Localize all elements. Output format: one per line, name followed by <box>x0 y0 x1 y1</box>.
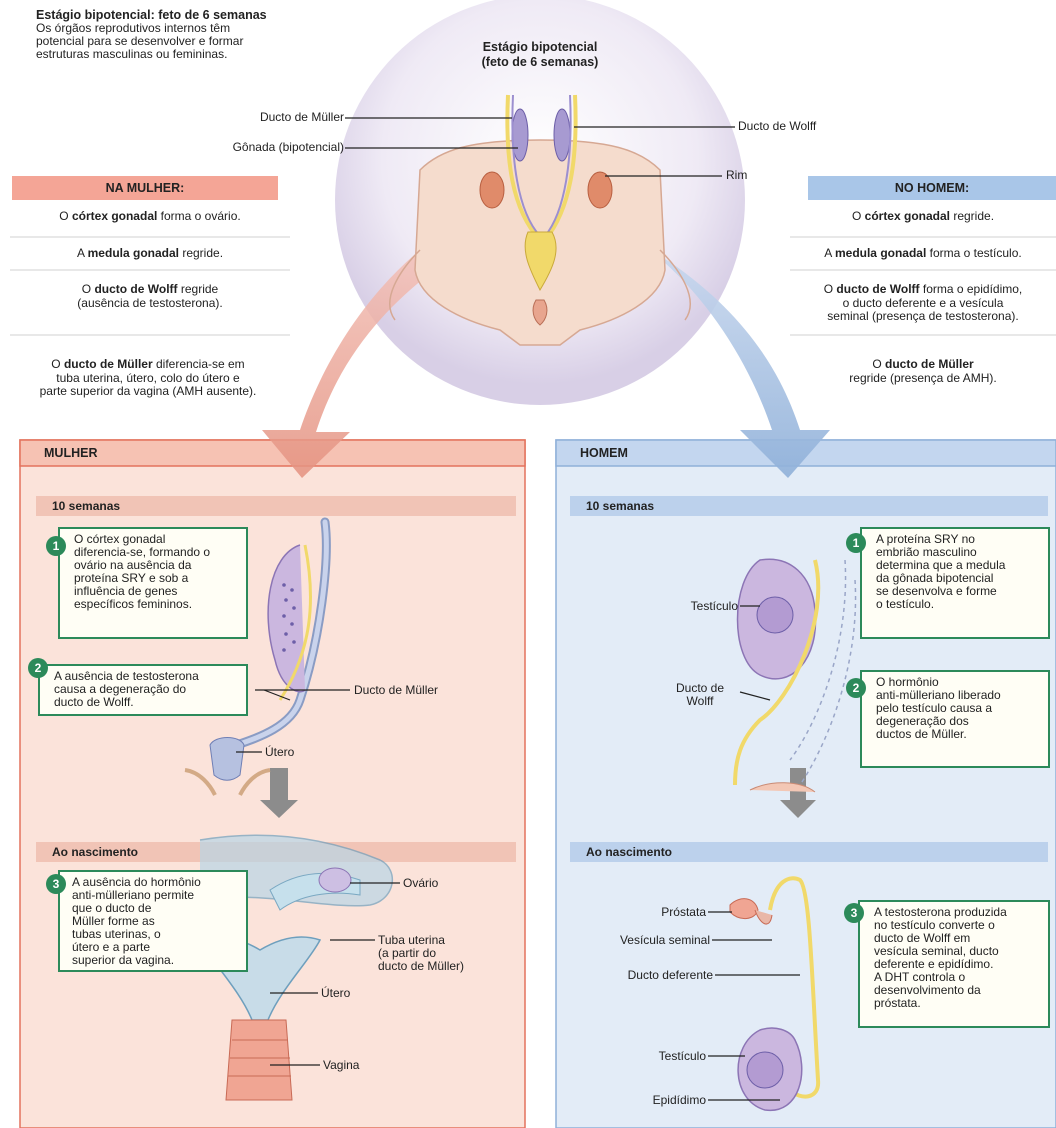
male-row-cortex: O córtex gonadal regride. <box>790 210 1056 224</box>
label-uterus-birth: Útero <box>321 987 350 1000</box>
row-text: forma o epidídimo, <box>920 282 1023 296</box>
label-line: ducto de Müller) <box>378 960 464 973</box>
row-text: forma o ovário. <box>157 209 240 223</box>
female-row-cortex: O córtex gonadal forma o ovário. <box>10 210 290 224</box>
note-line: específicos femininos. <box>74 598 240 611</box>
row-bold: ducto de Wolff <box>836 282 919 296</box>
row-text: o ducto deferente e a vesícula <box>790 297 1056 311</box>
row-bold: medula gonadal <box>835 246 926 260</box>
center-title: Estágio bipotencial (feto de 6 semanas) <box>440 40 640 70</box>
male-row-wolff: O ducto de Wolff forma o epidídimo, o du… <box>790 283 1056 324</box>
male-stage-birth: Ao nascimento <box>570 842 770 862</box>
note-line: ductos de Müller. <box>876 728 1042 741</box>
label-kidney: Rim <box>726 169 786 182</box>
row-bold: ducto de Müller <box>885 357 974 371</box>
female-list-header: NA MULHER: <box>12 176 278 200</box>
row-bold: medula gonadal <box>88 246 179 260</box>
female-row-medulla: A medula gonadal regride. <box>10 247 290 261</box>
row-text: O <box>51 357 64 371</box>
row-bold: ducto de Wolff <box>94 282 177 296</box>
row-text: A <box>77 246 88 260</box>
male-note-2: O hormônio anti-mülleriano liberado pelo… <box>860 670 1050 768</box>
note-line: o testículo. <box>876 598 1042 611</box>
row-text: regride <box>178 282 219 296</box>
row-text: diferencia-se em <box>153 357 245 371</box>
note-line: superior da vagina. <box>72 954 240 967</box>
row-text: regride. <box>179 246 223 260</box>
row-text: forma o testículo. <box>926 246 1021 260</box>
label-line: Wolff <box>662 695 738 708</box>
female-row-wolff: O ducto de Wolff regride (ausência de te… <box>10 283 290 310</box>
row-text: O <box>852 209 865 223</box>
row-bold: córtex gonadal <box>72 209 157 223</box>
male-stage-10wk: 10 semanas <box>570 496 770 516</box>
male-note-3: A testosterona produzida no testículo co… <box>858 900 1050 1028</box>
label-testis-birth: Testículo <box>620 1050 706 1063</box>
label-muller-duct: Ducto de Müller <box>354 684 438 697</box>
male-list-header: NO HOMEM: <box>808 176 1056 200</box>
male-row-medulla: A medula gonadal forma o testículo. <box>790 247 1056 261</box>
female-note-2: A ausência de testosterona causa a degen… <box>38 664 248 716</box>
male-note-1: A proteína SRY no embrião masculino dete… <box>860 527 1050 639</box>
center-title-line: Estágio bipotencial <box>440 40 640 55</box>
row-text: seminal (presença de testosterona). <box>790 310 1056 324</box>
label-muller-duct: Ducto de Müller <box>228 111 344 124</box>
row-bold: ducto de Müller <box>64 357 153 371</box>
center-title-line: (feto de 6 semanas) <box>440 55 640 70</box>
step-badge-2: 2 <box>846 678 866 698</box>
row-text: (ausência de testosterona). <box>10 297 290 311</box>
row-bold: córtex gonadal <box>865 209 950 223</box>
row-text: regride. <box>950 209 994 223</box>
intro-line: estruturas masculinas ou femininas. <box>36 48 366 61</box>
note-line: ducto de Wolff. <box>54 696 240 709</box>
male-panel-title: HOMEM <box>580 446 628 460</box>
female-stage-birth: Ao nascimento <box>36 842 236 862</box>
label-uterus: Útero <box>265 746 294 759</box>
label-seminal-vesicle: Vesícula seminal <box>580 934 710 947</box>
step-badge-2: 2 <box>28 658 48 678</box>
female-row-muller: O ducto de Müller diferencia-se em tuba … <box>4 358 292 399</box>
male-row-muller: O ducto de Müller regride (presença de A… <box>790 358 1056 385</box>
row-text: regride (presença de AMH). <box>790 372 1056 386</box>
step-badge-3: 3 <box>46 874 66 894</box>
female-note-3: A ausência do hormônio anti-mülleriano p… <box>58 870 248 972</box>
intro-title: Estágio bipotencial: feto de 6 semanas <box>36 8 366 22</box>
row-text: O <box>59 209 72 223</box>
step-badge-1: 1 <box>46 536 66 556</box>
label-gonad: Gônada (bipotencial) <box>190 141 344 154</box>
intro-block: Estágio bipotencial: feto de 6 semanas O… <box>36 8 366 61</box>
female-stage-10wk: 10 semanas <box>36 496 236 516</box>
female-note-1: O córtex gonadal diferencia-se, formando… <box>58 527 248 639</box>
label-wolff-duct: Ducto de Wolff <box>662 682 738 708</box>
row-text: O <box>872 357 885 371</box>
label-testis: Testículo <box>672 600 738 613</box>
row-text: parte superior da vagina (AMH ausente). <box>4 385 292 399</box>
row-text: A <box>824 246 835 260</box>
label-wolff-duct: Ducto de Wolff <box>738 120 858 133</box>
label-vas-deferens: Ducto deferente <box>580 969 713 982</box>
label-ovary: Ovário <box>403 877 438 890</box>
label-prostate: Próstata <box>620 906 706 919</box>
row-text: O <box>82 282 95 296</box>
label-epididymis: Epidídimo <box>610 1094 706 1107</box>
row-text: O <box>824 282 837 296</box>
row-text: tuba uterina, útero, colo do útero e <box>4 372 292 386</box>
step-badge-1: 1 <box>846 533 866 553</box>
label-uterine-tube: Tuba uterina (a partir do ducto de Mülle… <box>378 934 464 973</box>
label-vagina: Vagina <box>323 1059 359 1072</box>
step-badge-3: 3 <box>844 903 864 923</box>
note-line: próstata. <box>874 997 1042 1010</box>
female-panel-title: MULHER <box>44 446 97 460</box>
